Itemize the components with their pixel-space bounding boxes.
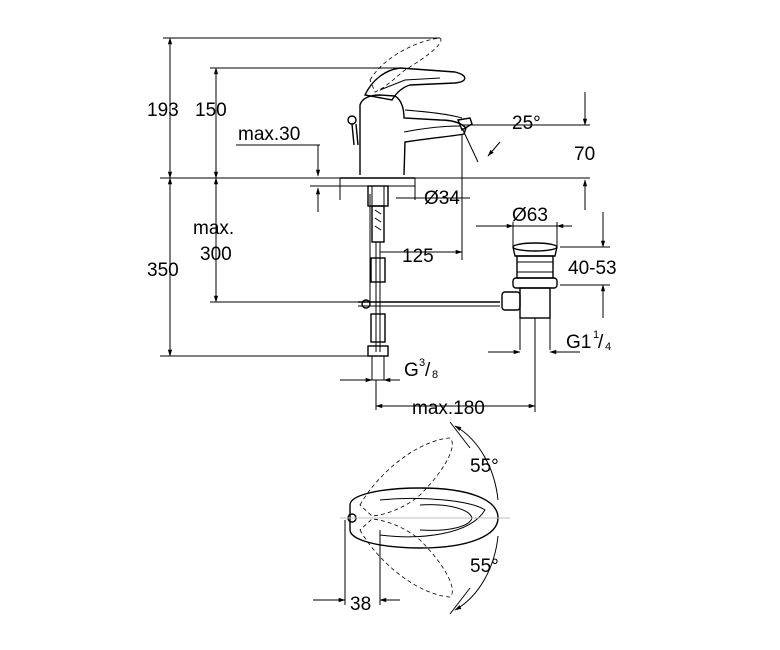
dim-max300-line1: max. [193,218,234,239]
top-view [313,421,510,615]
dim-g38-slash: / [425,360,431,381]
faucet-side-view [339,37,500,381]
dim-max30: max.30 [238,124,300,145]
dim-g114-main: G1 [566,332,591,353]
dim-dia34: Ø34 [424,188,460,209]
dim-38: 38 [350,594,371,615]
dim-g114-slash: / [598,332,604,353]
dimension-lines-right [340,92,610,412]
dim-150: 150 [195,100,227,121]
dim-dia63: Ø63 [512,205,548,226]
dim-g114: G1 1 / 4 [566,329,611,353]
dim-max300-line2: 300 [200,244,232,265]
dim-max180: max.180 [412,398,485,419]
dim-g114-den: 4 [605,341,611,353]
dimension-lines-left [160,37,590,357]
dim-g38-den: 8 [432,369,438,381]
dim-angle-bottom: 55° [470,556,499,577]
dim-angle-spout: 25° [512,113,541,134]
dim-193: 193 [147,100,179,121]
dim-125: 125 [402,246,434,267]
dim-g38-main: G [404,360,419,381]
dim-350: 350 [147,260,179,281]
dim-g38: G 3 / 8 [404,357,438,381]
dim-70: 70 [574,144,595,165]
dim-angle-top: 55° [470,456,499,477]
dim-g38-num: 3 [419,357,425,369]
dim-g114-num: 1 [593,329,599,341]
drain-assembly [501,242,558,350]
dim-40-53: 40-53 [568,258,617,279]
